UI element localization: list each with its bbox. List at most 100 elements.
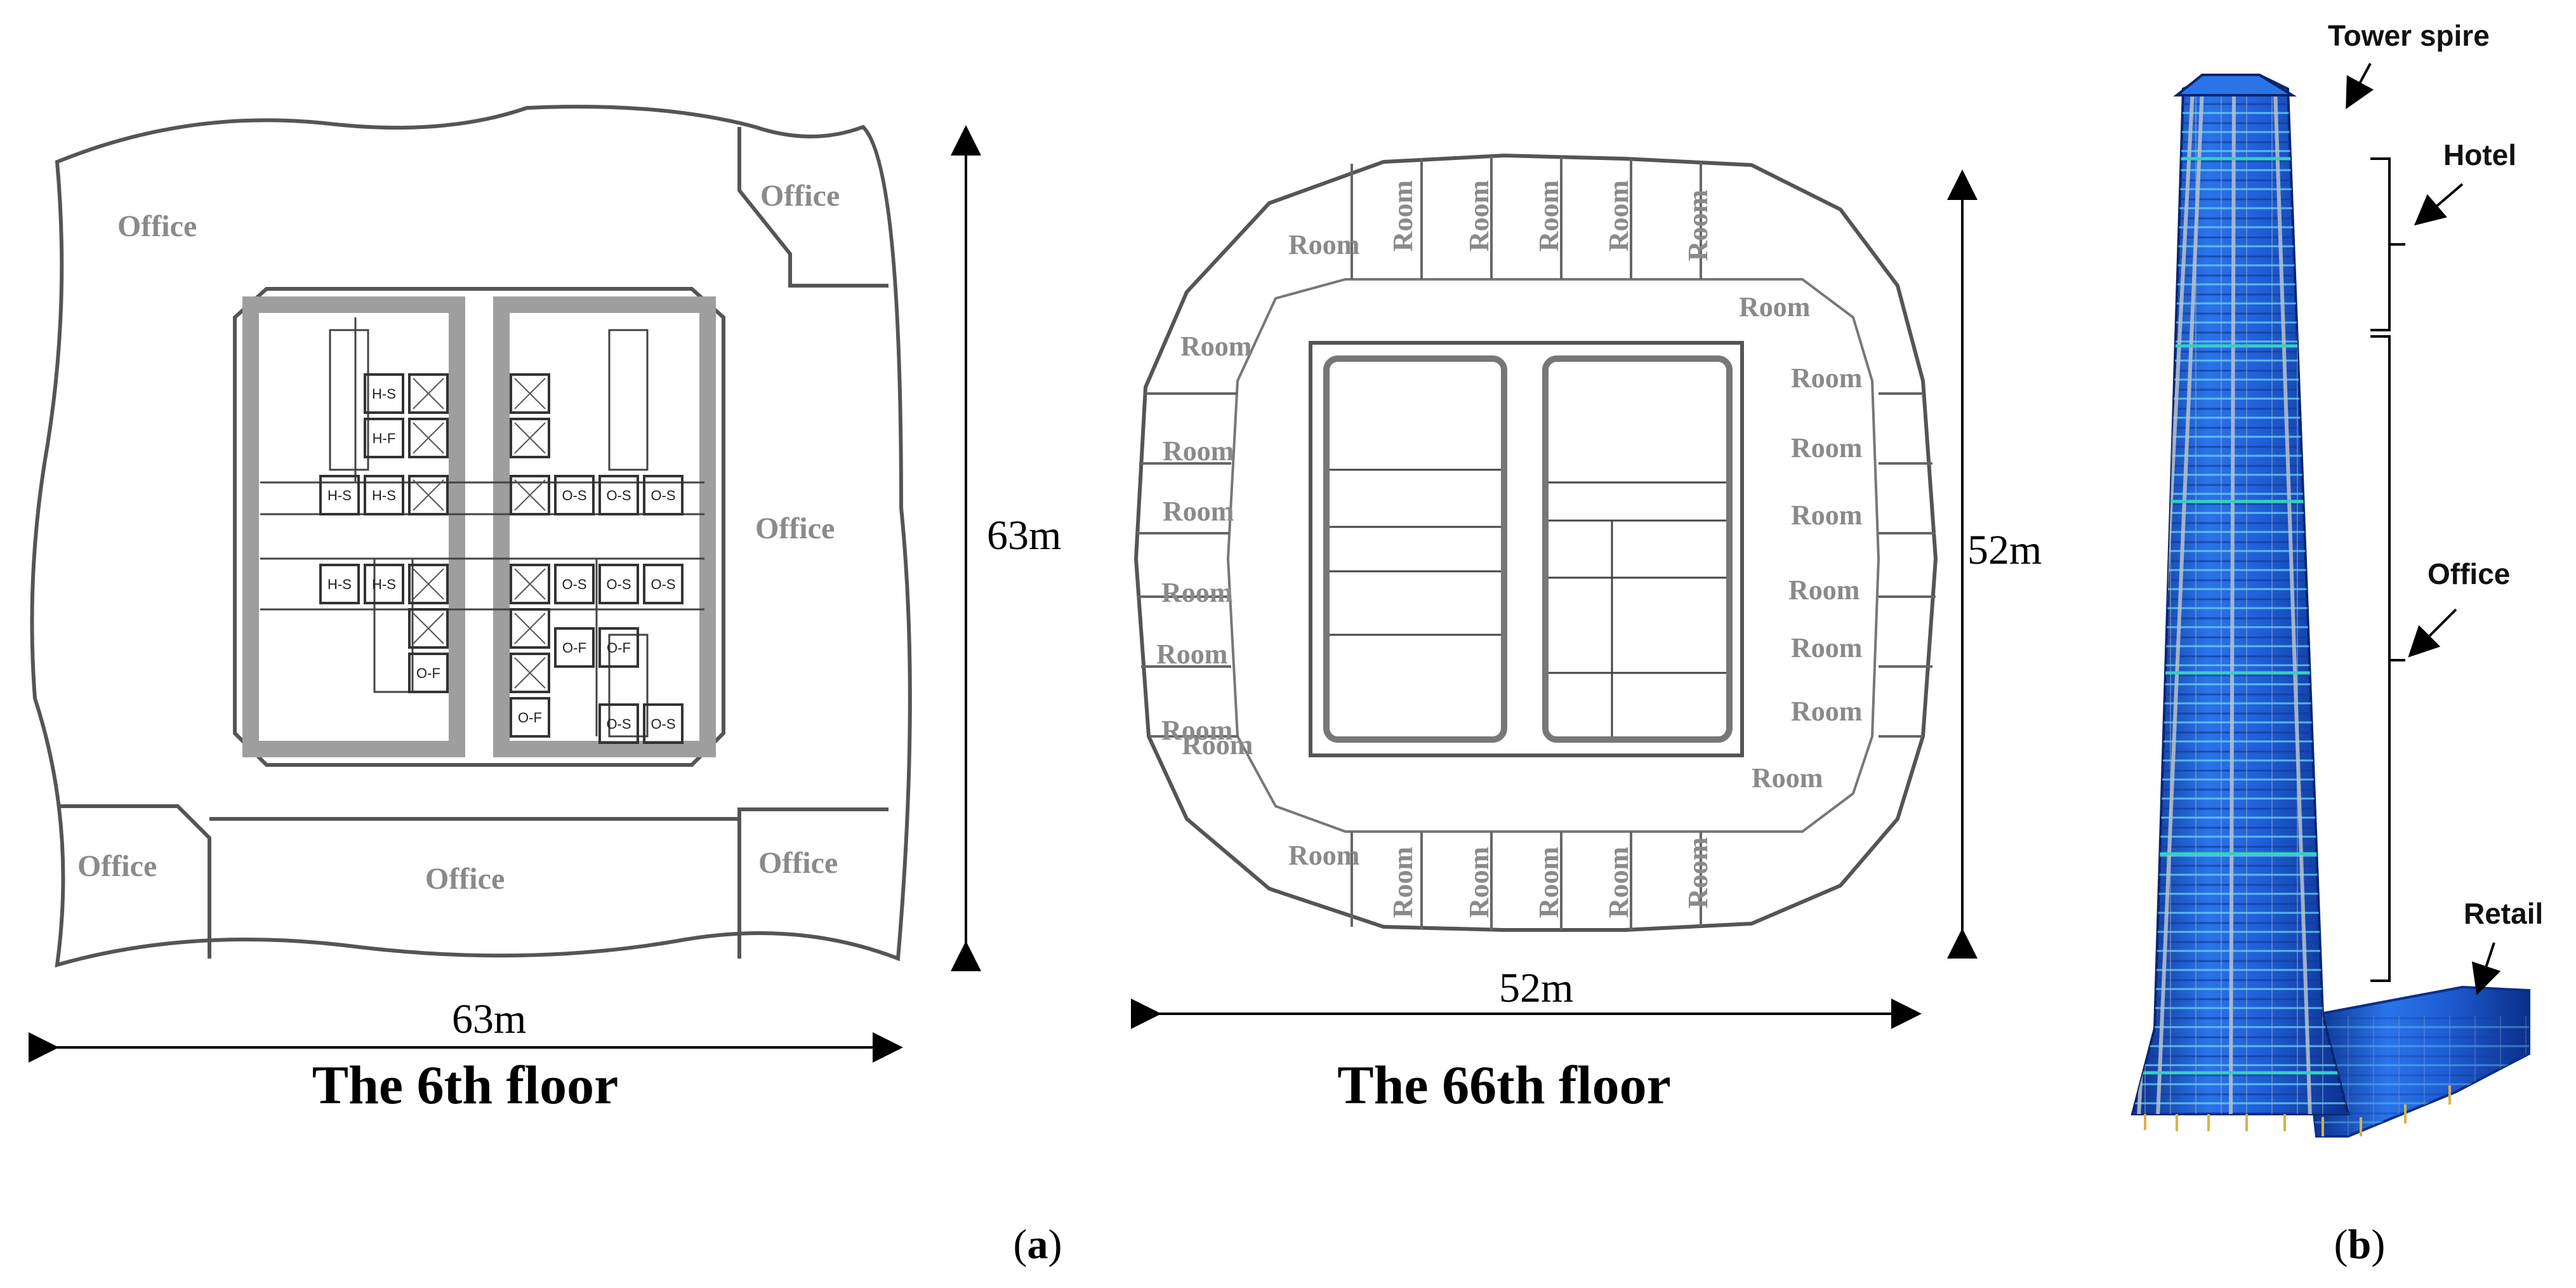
room-label: Room	[1156, 639, 1227, 670]
elevator-tag: O-S	[651, 716, 675, 732]
elevator-tag: O-F	[518, 710, 542, 726]
elevator-box	[408, 418, 449, 458]
floor6-width-dimension: 63m	[452, 996, 526, 1042]
elevator-box	[510, 653, 550, 693]
annotation-hotel: Hotel	[2443, 138, 2516, 171]
elevator-tag: H-S	[372, 386, 396, 402]
floor66-inner-ring	[1226, 278, 1880, 833]
room-label: Room	[1161, 715, 1232, 746]
elevator-tag: O-F	[416, 665, 440, 681]
tower-spire-crown	[2173, 74, 2297, 96]
elevator-tag: H-S	[372, 576, 396, 592]
floor66-core-details	[1330, 468, 1726, 736]
elevator-box	[510, 697, 550, 738]
elevator-tag: O-F	[562, 640, 586, 656]
tower-3d-model	[2130, 74, 2530, 1138]
floor-plan-66th: RoomRoomRoomRoomRoomRoomRoomRoomRoomRoom…	[1131, 153, 2042, 1115]
floor6-outline	[30, 105, 912, 968]
room-label: Room	[1463, 180, 1495, 251]
elevator-box	[408, 475, 449, 515]
room-label: Room	[1603, 847, 1634, 918]
elevator-box	[510, 608, 550, 649]
elevator-cross	[514, 568, 546, 600]
bracket-hotel	[2370, 157, 2405, 331]
arrow-hotel	[2414, 183, 2464, 226]
elevator-box	[510, 373, 550, 414]
elevator-tag: H-F	[373, 430, 396, 446]
floor6-core-left-wall	[242, 296, 465, 757]
floor6-partition-topright	[737, 127, 888, 288]
elevator-tag: H-S	[327, 488, 352, 503]
room-label: Room	[1463, 847, 1495, 918]
elevator-cross	[413, 613, 444, 644]
elevator-tag: O-F	[607, 640, 631, 656]
elevator-box	[643, 564, 684, 604]
elevator-cross	[514, 422, 546, 454]
floor66-core-outline	[1309, 341, 1744, 757]
floor66-core-right	[1542, 355, 1733, 743]
room-label: Room	[1682, 837, 1714, 908]
elevator-tag: O-S	[606, 716, 631, 732]
elevator-box	[554, 475, 595, 515]
retail-podium-grid	[2310, 1016, 2529, 1136]
elevator-box	[554, 564, 595, 604]
elevator-box	[364, 418, 404, 458]
room-label: Room	[1533, 180, 1564, 251]
elevator-box	[364, 564, 404, 604]
elevator-cross	[413, 422, 444, 454]
elevator-tag: O-S	[651, 488, 675, 503]
floor6-caption: The 6th floor	[312, 1054, 619, 1115]
office-label: Office	[425, 862, 505, 896]
elevator-box	[510, 475, 550, 515]
room-label: Room	[1387, 847, 1418, 918]
elevator-box	[319, 564, 360, 604]
elevator-box	[643, 475, 684, 515]
elevator-box	[408, 373, 449, 414]
elevator-cross	[514, 657, 546, 689]
room-label: Room	[1791, 632, 1862, 663]
elevator-box	[643, 703, 684, 744]
elevator-tag: H-S	[372, 488, 396, 503]
elevator-box	[598, 475, 639, 515]
elevator-box	[408, 564, 449, 604]
floor6-partition-bottomleft	[57, 804, 211, 959]
room-label: Room	[1533, 847, 1564, 918]
elevator-cross	[413, 479, 444, 511]
elevator-cross	[413, 378, 444, 409]
floor6-core-outline	[233, 287, 725, 767]
room-label: Room	[1682, 190, 1714, 261]
elevator-box	[510, 564, 550, 604]
floor66-caption: The 66th floor	[1337, 1054, 1671, 1115]
elevator-box	[510, 418, 550, 458]
room-label: Room	[1163, 496, 1234, 527]
elevator-box	[598, 564, 639, 604]
room-label: Room	[1288, 229, 1359, 260]
elevator-box	[408, 653, 449, 693]
panel-label-a: (a)	[1014, 1221, 1062, 1268]
floor66-height-dimension: 52m	[1967, 527, 2042, 573]
elevator-tag: O-S	[651, 576, 675, 592]
room-label: Room	[1603, 180, 1634, 251]
panel-label-b: (b)	[2334, 1221, 2386, 1268]
elevator-tag: O-S	[606, 576, 631, 592]
floor6-core-details	[260, 317, 704, 738]
room-label: Room	[1791, 500, 1862, 531]
room-label: Room	[1752, 762, 1823, 793]
floor66-room-labels: RoomRoomRoomRoomRoomRoomRoomRoomRoomRoom…	[1156, 180, 1862, 918]
floor66-partitions	[1137, 156, 1936, 930]
elevator-box	[554, 627, 595, 668]
room-label: Room	[1788, 574, 1859, 606]
floor66-outline	[1133, 153, 1938, 932]
office-label: Office	[77, 849, 157, 883]
floor6-partition-bottomright	[737, 807, 888, 959]
elevator-tag: O-S	[562, 576, 586, 592]
floor6-core-right-wall	[493, 296, 716, 757]
annotation-retail: Retail	[2464, 897, 2543, 930]
room-label: Room	[1182, 729, 1253, 760]
office-label: Office	[755, 512, 835, 545]
elevator-box	[364, 475, 404, 515]
room-label: Room	[1739, 291, 1810, 322]
floor66-width-dimension: 52m	[1499, 965, 1573, 1011]
